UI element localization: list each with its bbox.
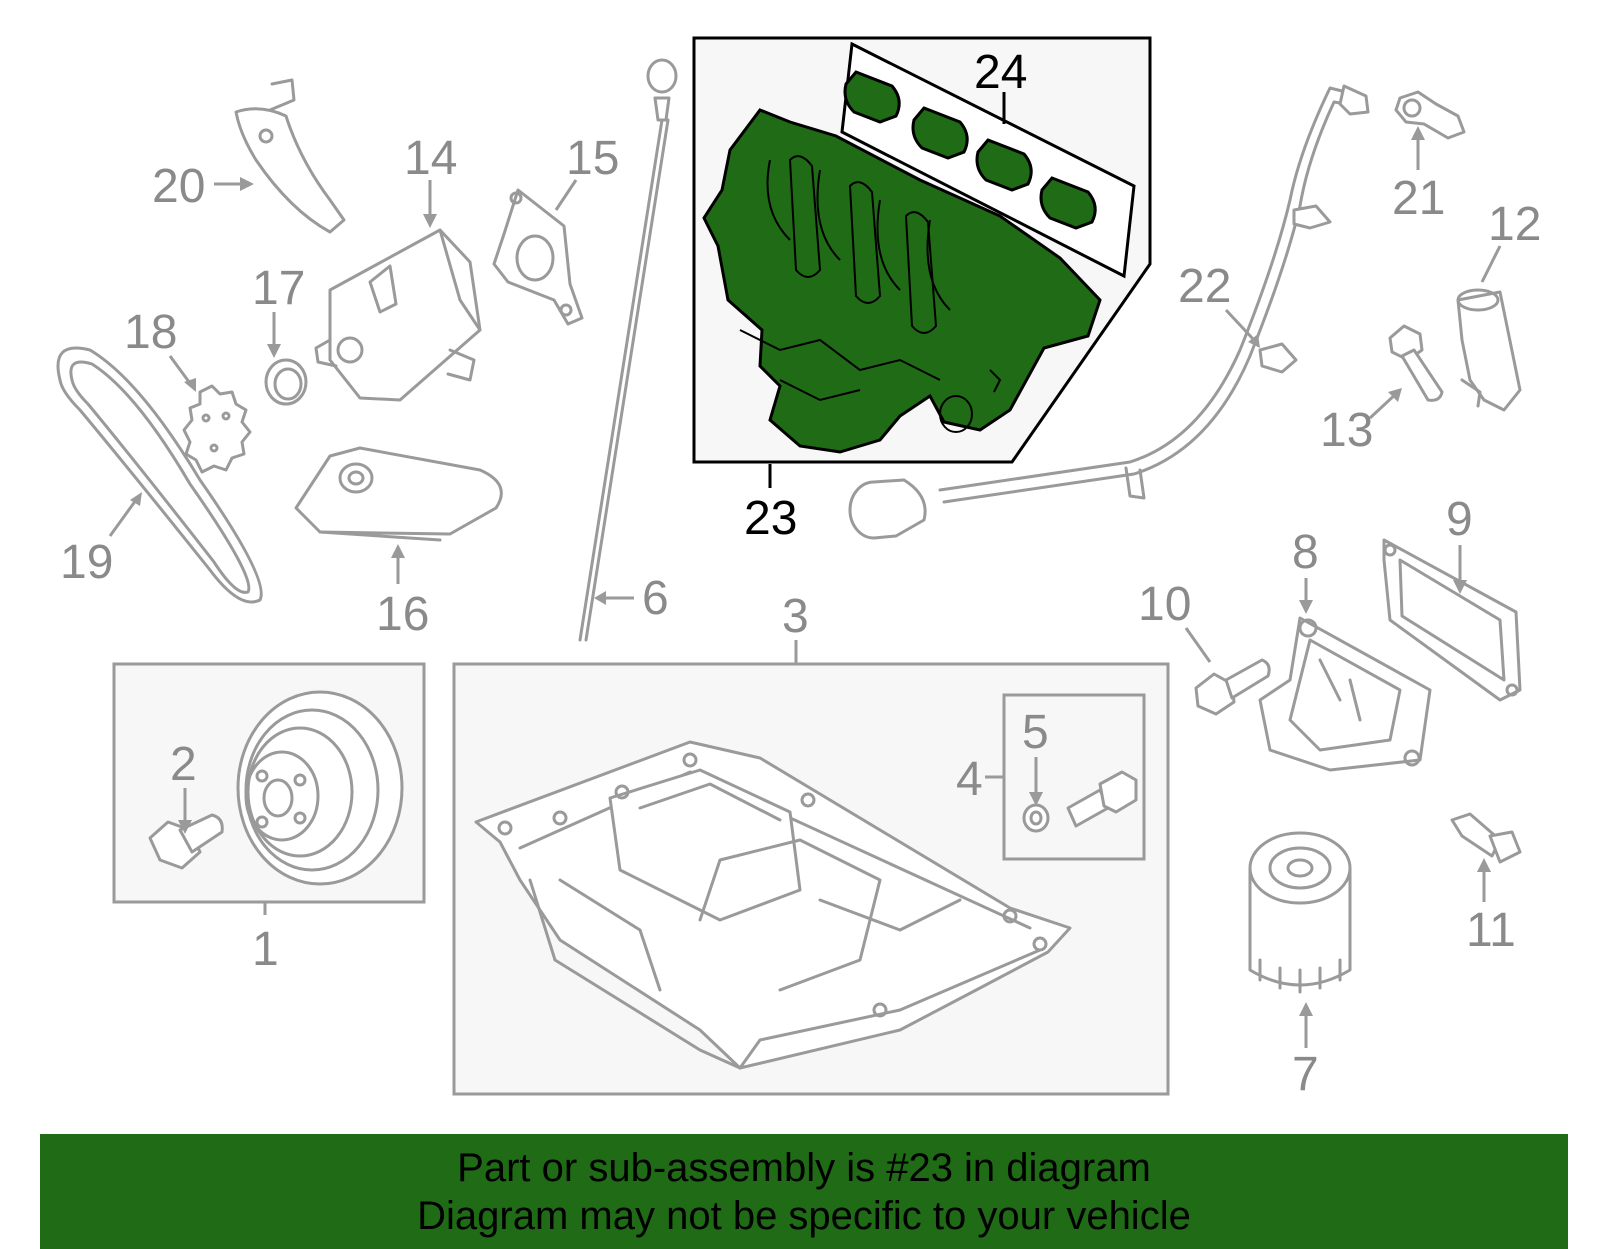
- oil-level-sensor[interactable]: [1394, 90, 1466, 140]
- oil-pump-chain[interactable]: [56, 346, 263, 604]
- intake-manifold-gaskets[interactable]: [843, 70, 1097, 230]
- callout-1: 1: [252, 923, 279, 976]
- oil-pickup-tube[interactable]: [294, 446, 503, 542]
- parts-diagram: 2 1 3 5 4: [56, 36, 1541, 1101]
- callout-21: 21: [1392, 172, 1445, 225]
- callout-14: 14: [404, 132, 457, 185]
- dipstick[interactable]: [578, 58, 678, 642]
- callout-8: 8: [1292, 526, 1319, 579]
- callout-9: 9: [1446, 493, 1473, 546]
- callout-11: 11: [1466, 904, 1516, 957]
- callout-2: 2: [170, 738, 197, 791]
- banner-line-2: Diagram may not be specific to your vehi…: [417, 1193, 1191, 1238]
- adapter-gasket[interactable]: [1382, 538, 1522, 702]
- pcv-tube[interactable]: [848, 84, 1370, 540]
- chain-guide[interactable]: [234, 78, 346, 234]
- callout-22: 22: [1178, 260, 1231, 313]
- callout-17: 17: [252, 262, 305, 315]
- pump-gasket[interactable]: [492, 188, 584, 326]
- crank-bolt[interactable]: [148, 813, 224, 870]
- oil-pressure-sensor[interactable]: [1450, 812, 1522, 864]
- callout-23: 23: [744, 492, 797, 545]
- callout-15: 15: [566, 132, 619, 185]
- callout-7: 7: [1292, 1048, 1319, 1101]
- info-banner: Part or sub-assembly is #23 in diagram D…: [40, 1134, 1568, 1249]
- callout-6: 6: [642, 572, 669, 625]
- callout-3: 3: [782, 590, 809, 643]
- solenoid-bolt[interactable]: [1388, 324, 1444, 402]
- pump-sprocket[interactable]: [182, 384, 252, 474]
- oil-control-solenoid[interactable]: [1456, 288, 1522, 412]
- oil-pump[interactable]: [314, 228, 482, 402]
- crank-pulley[interactable]: [236, 690, 404, 886]
- callout-24: 24: [974, 46, 1027, 99]
- banner-line-1: Part or sub-assembly is #23 in diagram: [457, 1145, 1151, 1190]
- intake-manifold[interactable]: [702, 108, 1102, 454]
- callout-10: 10: [1138, 578, 1191, 631]
- callout-5: 5: [1022, 706, 1049, 759]
- callout-19: 19: [60, 536, 113, 589]
- oil-filter-adapter[interactable]: [1258, 616, 1432, 772]
- oil-pan[interactable]: [474, 740, 1072, 1070]
- callout-4: 4: [956, 753, 983, 806]
- oil-filter[interactable]: [1248, 831, 1352, 994]
- front-seal[interactable]: [264, 358, 308, 406]
- callout-12: 12: [1488, 198, 1541, 251]
- adapter-bolt[interactable]: [1194, 658, 1271, 716]
- callout-20: 20: [152, 160, 205, 213]
- callout-18: 18: [124, 306, 177, 359]
- callout-13: 13: [1320, 404, 1373, 457]
- callout-16: 16: [376, 588, 429, 641]
- drain-plug[interactable]: [1022, 770, 1138, 833]
